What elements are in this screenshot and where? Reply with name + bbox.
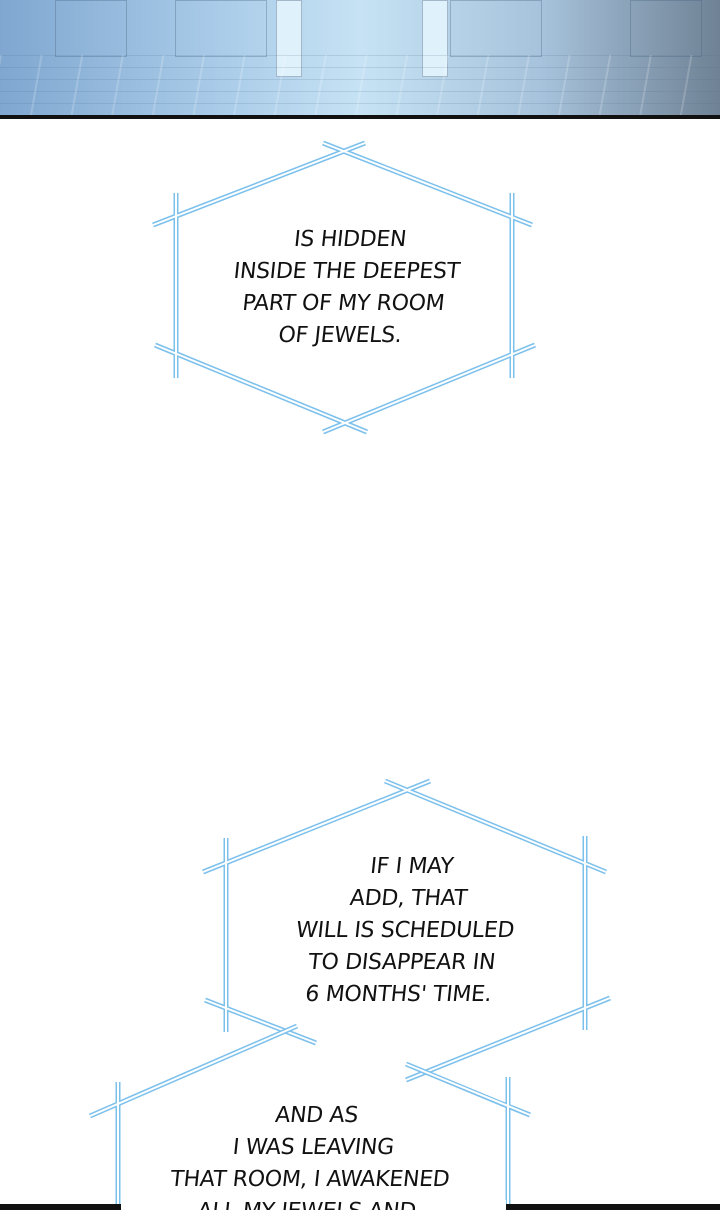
wall-panel bbox=[630, 0, 702, 57]
text-line: ADD, THAT bbox=[348, 886, 469, 911]
panel-border bbox=[0, 115, 720, 119]
text-line: 6 MONTHS' TIME. bbox=[303, 982, 493, 1007]
text-line: WILL IS SCHEDULED bbox=[294, 918, 516, 943]
wall-panel bbox=[55, 0, 127, 57]
pillar bbox=[422, 0, 448, 77]
text-line: I WAS LEAVING bbox=[231, 1135, 396, 1160]
speech-bubble-3-text: AND AS I WAS LEAVING THAT ROOM, I AWAKEN… bbox=[124, 1100, 501, 1210]
speech-bubble-1-text: IS HIDDEN INSIDE THE DEEPEST PART OF MY … bbox=[173, 224, 516, 352]
pillar bbox=[276, 0, 302, 77]
room-illustration-panel bbox=[0, 0, 720, 116]
text-line: IS HIDDEN bbox=[292, 227, 408, 252]
text-line: ALL MY JEWELS AND bbox=[124, 1196, 490, 1210]
text-line: PART OF MY ROOM bbox=[241, 291, 446, 316]
wall-panel bbox=[175, 0, 267, 57]
text-line: THAT ROOM, I AWAKENED bbox=[169, 1167, 451, 1192]
bubble-1-inner bbox=[152, 142, 536, 433]
speech-bubble-2-text: IF I MAY ADD, THAT WILL IS SCHEDULED TO … bbox=[222, 851, 589, 1011]
text-line: AND AS bbox=[274, 1103, 360, 1128]
wall-panel bbox=[450, 0, 542, 57]
text-line: IF I MAY bbox=[368, 854, 455, 879]
text-line: TO DISAPPEAR IN bbox=[306, 950, 497, 975]
parquet-floor bbox=[0, 55, 720, 116]
text-line: OF JEWELS. bbox=[277, 323, 403, 348]
bubble-3-fill bbox=[121, 1200, 506, 1210]
text-line: INSIDE THE DEEPEST bbox=[232, 259, 462, 284]
